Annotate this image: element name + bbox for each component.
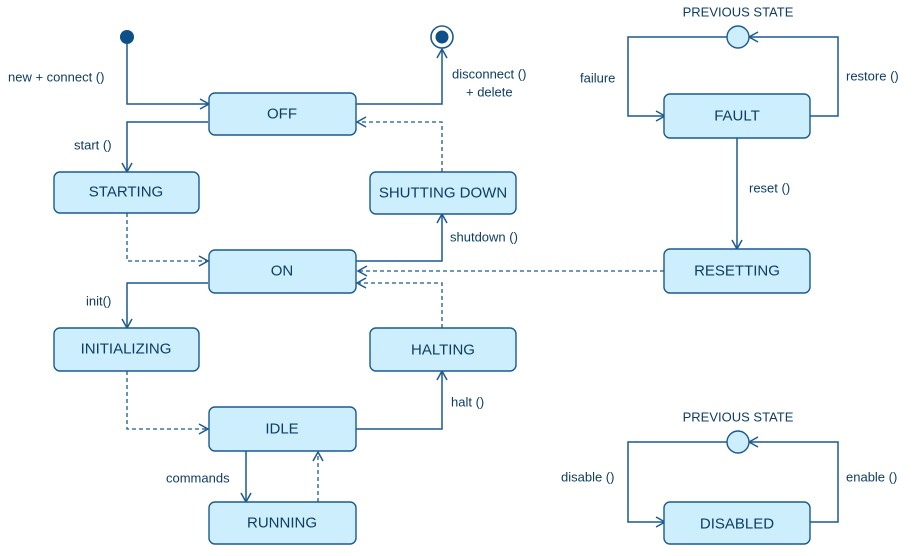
label-disable: disable () <box>561 470 614 485</box>
state-initializing-label: INITIALIZING <box>81 341 172 358</box>
state-fault-label: FAULT <box>714 108 760 125</box>
state-idle: IDLE <box>208 406 357 452</box>
label-start: start () <box>74 138 112 153</box>
label-failure: failure <box>580 71 615 86</box>
state-running: RUNNING <box>208 501 357 545</box>
state-off: OFF <box>208 92 357 136</box>
label-reset: reset () <box>749 181 790 196</box>
edge-initial-to-off <box>126 44 208 105</box>
initial-node <box>120 30 134 44</box>
label-halt: halt () <box>451 395 484 410</box>
previous-state-node-bottom <box>726 430 750 454</box>
state-fault: FAULT <box>663 93 811 139</box>
label-delete: + delete <box>466 85 513 100</box>
state-halting: HALTING <box>369 327 517 372</box>
label-init: init() <box>86 294 111 309</box>
arrowhead <box>355 116 367 128</box>
edge-on-to-shutting-down <box>356 215 443 262</box>
state-halting-label: HALTING <box>411 342 475 359</box>
arrowhead <box>198 255 210 267</box>
state-initializing: INITIALIZING <box>53 327 200 372</box>
edge-fault-to-previous <box>750 36 839 117</box>
edge-halting-to-on <box>359 282 443 328</box>
previous-state-bottom-label: PREVIOUS STATE <box>683 410 794 425</box>
state-on-label: ON <box>271 263 294 280</box>
edge-starting-to-on <box>126 213 206 262</box>
edge-initializing-to-idle <box>126 371 206 430</box>
state-on: ON <box>208 249 357 294</box>
label-new-connect: new + connect () <box>8 70 104 85</box>
state-off-label: OFF <box>267 106 297 123</box>
state-idle-label: IDLE <box>265 421 298 438</box>
state-shutting-down-label: SHUTTING DOWN <box>379 185 507 202</box>
edge-previous-to-fault <box>627 36 727 117</box>
edge-off-to-final <box>356 50 443 105</box>
edge-idle-to-halting <box>356 372 443 430</box>
edge-disabled-to-previous <box>750 441 839 523</box>
state-resetting: RESETTING <box>663 248 811 294</box>
label-commands: commands <box>166 471 230 486</box>
state-starting: STARTING <box>53 171 200 214</box>
state-disabled-label: DISABLED <box>700 516 774 533</box>
state-resetting-label: RESETTING <box>694 263 780 280</box>
arrowhead <box>355 277 367 289</box>
arrowhead <box>356 265 368 277</box>
arrowhead <box>198 423 210 435</box>
state-shutting-down: SHUTTING DOWN <box>369 171 517 215</box>
label-shutdown: shutdown () <box>450 230 518 245</box>
label-enable: enable () <box>846 470 897 485</box>
previous-state-node-top <box>726 25 750 49</box>
previous-state-top-label: PREVIOUS STATE <box>683 5 794 20</box>
arrowhead <box>436 47 448 59</box>
edge-on-to-initializing <box>126 282 208 327</box>
edge-off-to-starting <box>126 121 208 171</box>
state-disabled: DISABLED <box>663 501 811 545</box>
edge-shutting-down-to-off <box>359 121 443 172</box>
final-node <box>430 25 454 49</box>
label-restore: restore () <box>846 69 899 84</box>
edge-previous-to-disabled <box>627 441 727 523</box>
state-starting-label: STARTING <box>89 184 163 201</box>
arrowhead <box>312 450 324 462</box>
label-disconnect: disconnect () <box>452 67 526 82</box>
state-running-label: RUNNING <box>247 515 317 532</box>
